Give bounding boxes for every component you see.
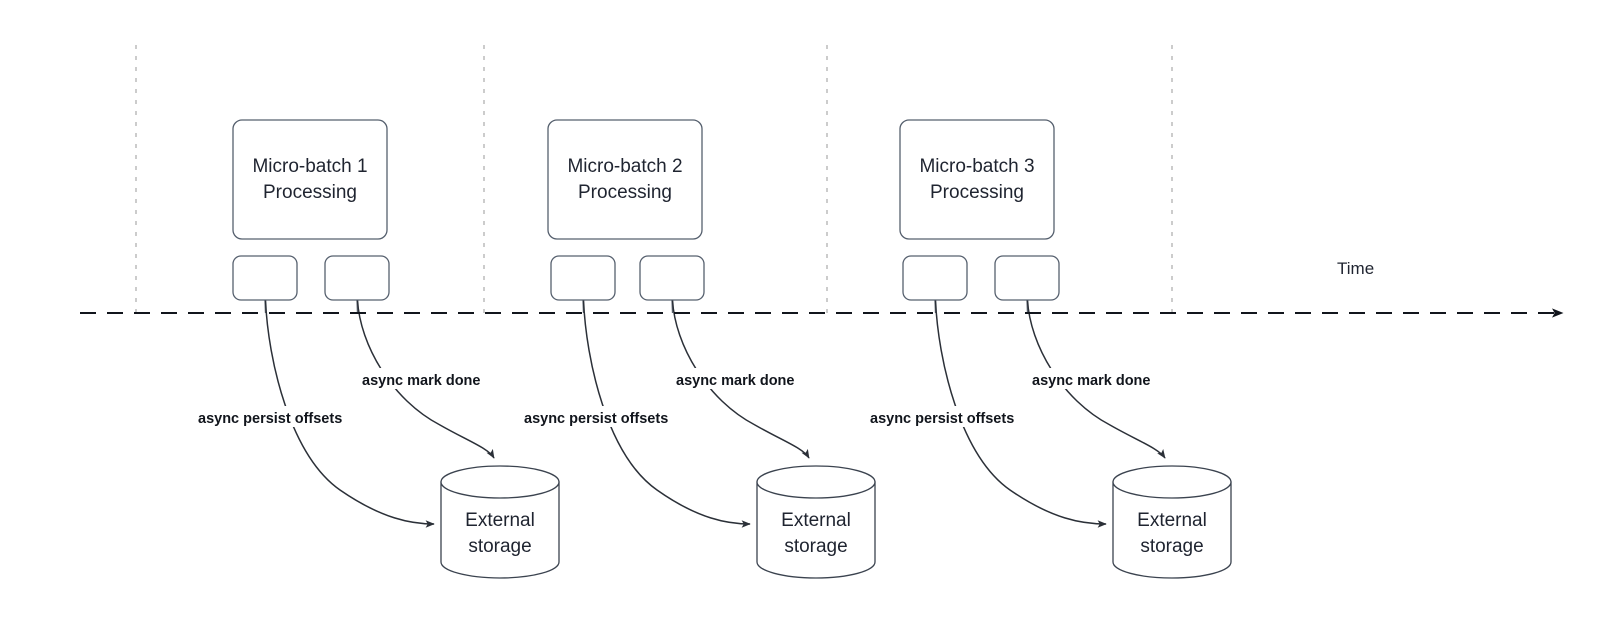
- async-mark-done-label: async mark done: [676, 373, 794, 389]
- micro-batch-label-line2: Processing: [263, 182, 357, 203]
- micro-batch-box[interactable]: [899, 119, 1055, 240]
- mark-done-marker-box[interactable]: [994, 255, 1060, 301]
- time-axis-label: Time: [1337, 259, 1374, 278]
- micro-batch-box[interactable]: [232, 119, 388, 240]
- mark-done-marker-box[interactable]: [639, 255, 705, 301]
- edge-label-backing: [358, 368, 503, 389]
- async-mark-done-label: async mark done: [362, 373, 480, 389]
- storage-label-line1: External: [781, 510, 851, 531]
- edge-label-backing: [520, 406, 702, 427]
- storage-label-line2: storage: [468, 536, 531, 557]
- micro-batch-group-3: Micro-batch 3 Processing External storag…: [866, 119, 1232, 579]
- storage-label-line1: External: [1137, 510, 1207, 531]
- async-mark-done-label: async mark done: [1032, 373, 1150, 389]
- edge-label-backing: [866, 406, 1048, 427]
- external-storage-cylinder[interactable]: [440, 465, 560, 579]
- storage-label-line2: storage: [784, 536, 847, 557]
- async-mark-done-curve: [356, 299, 495, 459]
- micro-batch-label-line2: Processing: [930, 182, 1024, 203]
- micro-batch-box[interactable]: [547, 119, 703, 240]
- micro-batch-group-2: Micro-batch 2 Processing External storag…: [520, 119, 876, 579]
- async-persist-offsets-label: async persist offsets: [524, 411, 668, 427]
- storage-label-line1: External: [465, 510, 535, 531]
- micro-batch-label-line2: Processing: [578, 182, 672, 203]
- micro-batch-group-1: Micro-batch 1 Processing External storag…: [194, 119, 560, 579]
- async-persist-offsets-curve: [264, 299, 435, 528]
- edge-label-backing: [672, 368, 817, 389]
- storage-label-line2: storage: [1140, 536, 1203, 557]
- async-mark-done-curve: [1026, 299, 1166, 459]
- external-storage-cylinder[interactable]: [1112, 465, 1232, 579]
- async-persist-offsets-curve: [934, 299, 1107, 528]
- async-persist-offsets-label: async persist offsets: [870, 411, 1014, 427]
- async-persist-offsets-curve: [582, 299, 751, 528]
- micro-batch-label-line1: Micro-batch 3: [919, 156, 1034, 177]
- batch-boundary-guides: [135, 45, 1173, 313]
- time-axis: Time: [80, 259, 1564, 318]
- external-storage-cylinder[interactable]: [756, 465, 876, 579]
- persist-marker-box[interactable]: [550, 255, 616, 301]
- micro-batch-label-line1: Micro-batch 1: [252, 156, 367, 177]
- edge-label-backing: [1028, 368, 1173, 389]
- mark-done-marker-box[interactable]: [324, 255, 390, 301]
- persist-marker-box[interactable]: [232, 255, 298, 301]
- micro-batch-label-line1: Micro-batch 2: [567, 156, 682, 177]
- async-mark-done-curve: [671, 299, 810, 459]
- persist-marker-box[interactable]: [902, 255, 968, 301]
- edge-label-backing: [194, 406, 376, 427]
- async-persist-offsets-label: async persist offsets: [198, 411, 342, 427]
